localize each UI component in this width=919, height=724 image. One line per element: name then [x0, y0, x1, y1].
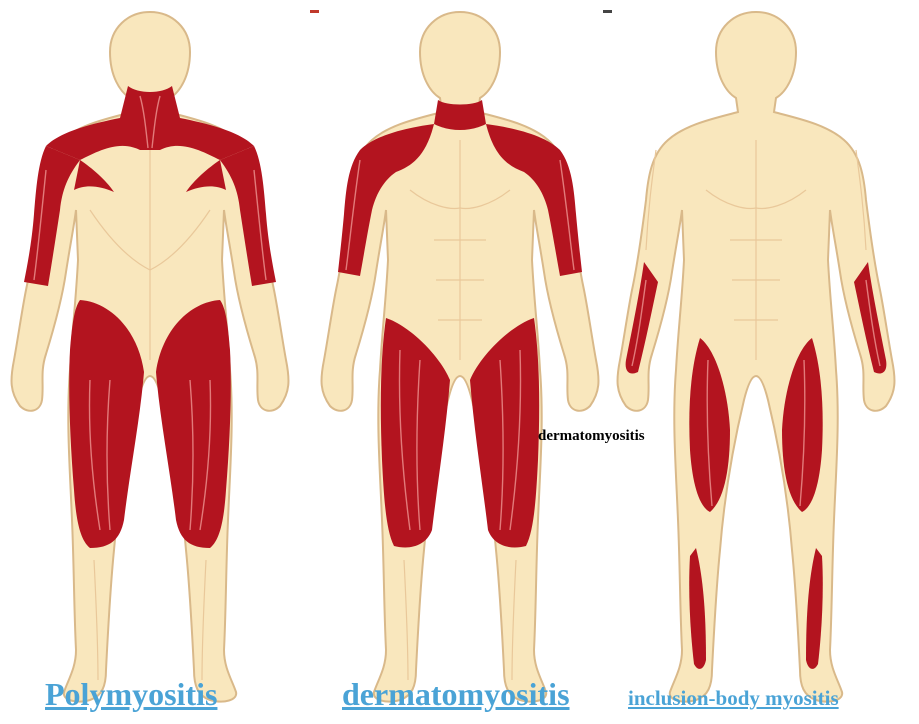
figure-label-dermatomyositis: dermatomyositis: [342, 676, 570, 713]
top-mark-1: [310, 10, 319, 13]
top-mark-2: [603, 10, 612, 13]
figure-label-polymyositis: Polymyositis: [45, 676, 217, 713]
figure-polymyositis: [12, 12, 289, 702]
dermatomyositis-annotation: dermatomyositis: [538, 428, 645, 445]
figure-dermatomyositis: [322, 12, 599, 702]
muscle-trapezius: [46, 86, 254, 160]
figure-label-inclusion-body-myositis: inclusion-body myositis: [628, 686, 839, 711]
figure-inclusion-body-myositis: [618, 12, 895, 702]
muscle-neck: [434, 100, 486, 130]
